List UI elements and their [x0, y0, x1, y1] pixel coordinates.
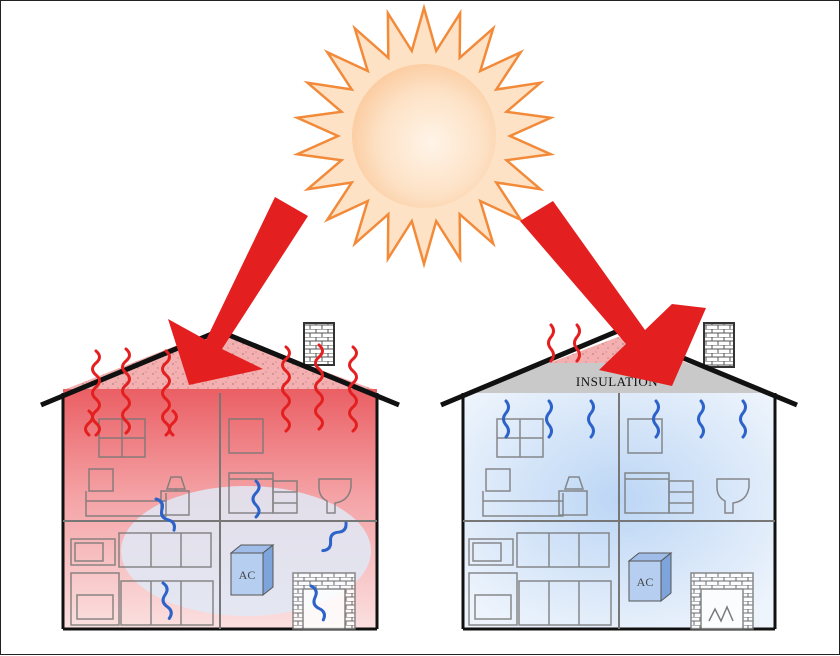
cool-wave-icon	[309, 584, 326, 622]
hot-house: AC	[40, 322, 400, 631]
cool-wave-icon	[251, 479, 261, 519]
cool-wave-icon	[587, 399, 595, 439]
sun-icon	[292, 3, 556, 269]
heat-wave-icon	[281, 345, 291, 433]
heat-wave-icon	[161, 349, 171, 437]
cool-wave-icon	[161, 581, 173, 620]
heat-wave-icon	[547, 323, 555, 363]
cool-wave-icon	[502, 399, 510, 439]
heat-wave-icon	[348, 345, 358, 433]
ac-unit-icon: AC	[627, 551, 673, 603]
ac-label-right: AC	[637, 575, 654, 589]
heat-arrow-right	[520, 201, 706, 386]
cool-wave-icon	[545, 399, 553, 439]
cool-waves-right	[502, 399, 747, 439]
heat-waves	[84, 343, 358, 437]
ac-unit-icon: AC	[229, 543, 275, 597]
heat-wave-icon	[84, 409, 94, 437]
heat-arrow-left	[168, 197, 308, 385]
cool-wave-icon	[154, 497, 176, 532]
heat-wave-icon	[91, 349, 101, 437]
cool-wave-icon	[321, 521, 348, 553]
heat-wave-icon	[121, 347, 131, 435]
cool-wave-icon	[739, 399, 747, 439]
heat-waves-roof	[547, 323, 581, 363]
insulation-layer	[471, 363, 771, 393]
heat-wave-icon	[168, 409, 178, 437]
heat-wave-icon	[573, 323, 581, 363]
cool-waves-left	[154, 479, 348, 622]
heat-wave-icon	[314, 343, 324, 431]
ac-label-left: AC	[239, 568, 256, 582]
cool-wave-icon	[697, 399, 705, 439]
chimney-icon	[703, 322, 735, 368]
insulated-house: INSULATION AC	[440, 322, 798, 631]
cool-wave-icon	[652, 399, 660, 439]
